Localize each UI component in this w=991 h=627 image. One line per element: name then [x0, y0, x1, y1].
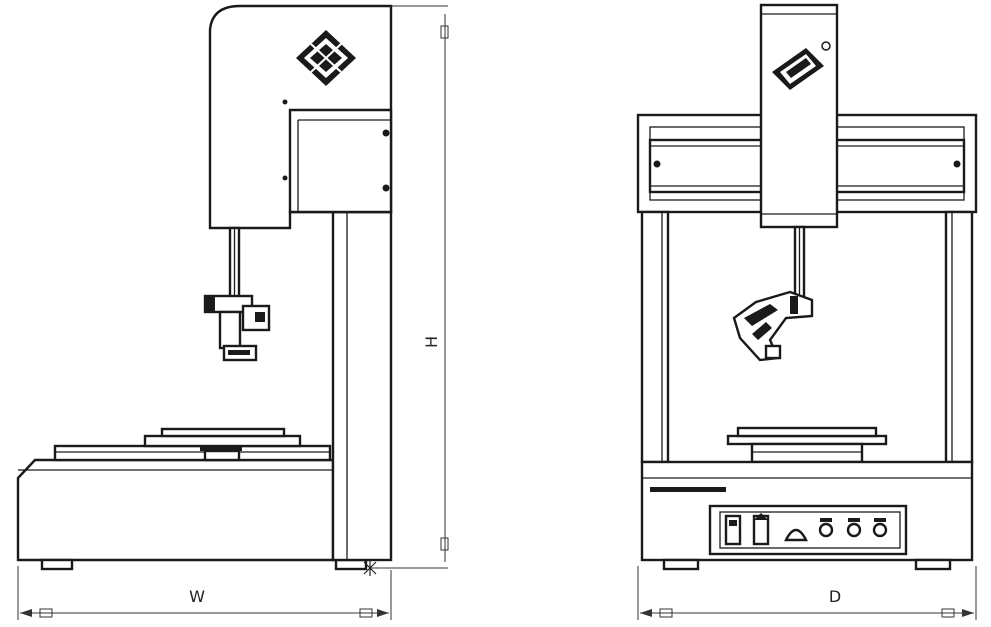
- dimension-width: W: [17, 566, 392, 620]
- dimension-height: H: [363, 5, 449, 576]
- depth-label: D: [829, 587, 841, 606]
- side-column: [331, 210, 393, 562]
- width-label: W: [189, 587, 205, 606]
- front-foot-right: [914, 558, 952, 571]
- front-control-panel: [708, 504, 908, 556]
- front-carriage: [759, 3, 839, 229]
- front-view: [636, 3, 978, 571]
- front-foot-left: [662, 558, 700, 571]
- side-worktable: [53, 427, 332, 462]
- side-view: [16, 4, 393, 571]
- side-foot-left: [40, 558, 74, 571]
- front-worktable: [726, 426, 888, 464]
- side-foot-right: [334, 558, 368, 571]
- height-label: H: [422, 336, 441, 348]
- dimension-depth: D: [637, 566, 977, 620]
- front-tool-head: [732, 290, 814, 362]
- front-logo-icon: [772, 41, 831, 90]
- front-post-left: [640, 210, 670, 464]
- side-base: [16, 458, 335, 562]
- side-logo-icon: [296, 30, 356, 86]
- front-post-right: [944, 210, 974, 464]
- side-tool-head: [203, 294, 271, 362]
